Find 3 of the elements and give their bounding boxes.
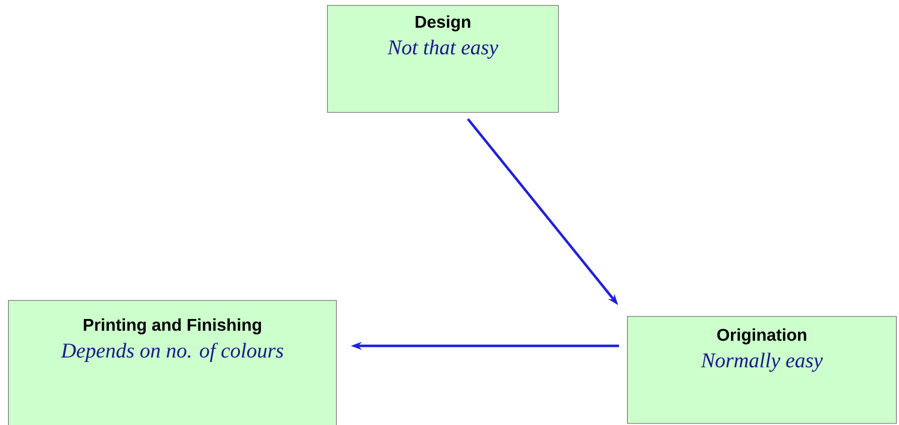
process-box: Printing and Finishing Depends on no. of colours (8, 300, 337, 425)
process-box: Origination Normally easy (627, 316, 897, 424)
process-box: Design Not that easy (327, 5, 559, 113)
